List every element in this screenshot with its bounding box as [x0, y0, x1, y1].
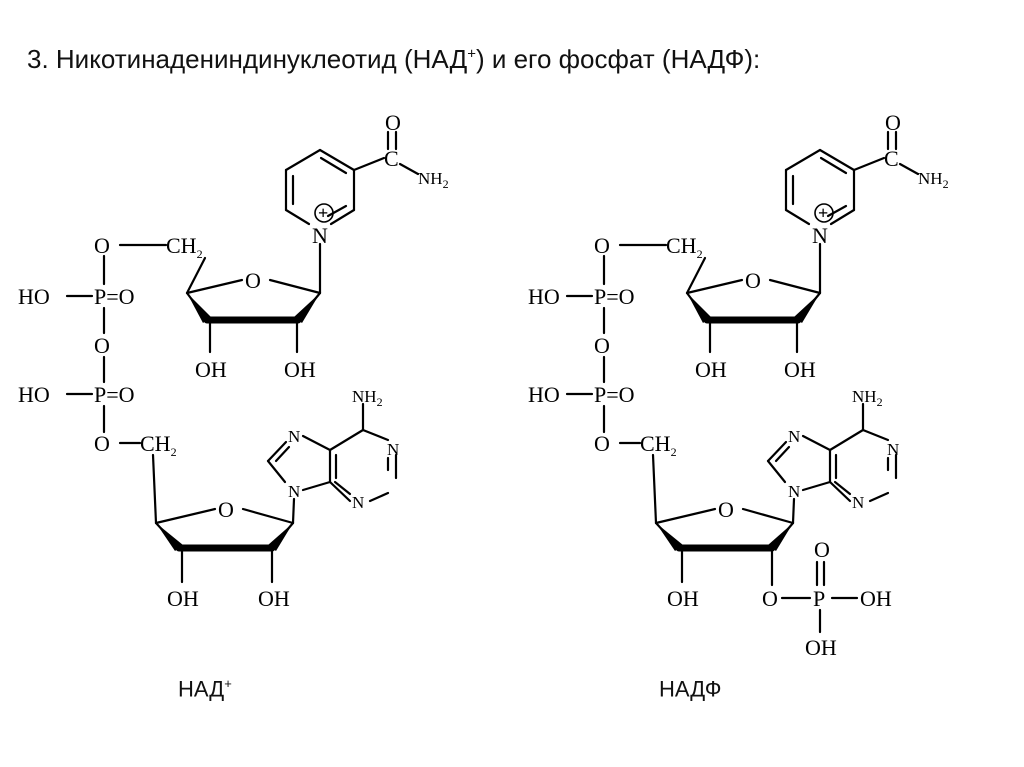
nadp-lower-ring-oxygen: O: [718, 497, 734, 522]
title-prefix: 3. Никотинадениндинуклеотид (НАД: [27, 44, 468, 74]
nadp-adenine-n3: N: [852, 493, 864, 512]
nad-upper-phosphate-p: P=O: [94, 284, 135, 309]
nadp-lower-ch-label: CH2: [640, 431, 677, 459]
nad-caption: НАД+: [178, 676, 232, 702]
nad-upper-ester-oxygen: O: [94, 233, 110, 258]
nadp-lower-ester-oxygen: O: [594, 431, 610, 456]
nad-lower-ring-oxygen: O: [218, 497, 234, 522]
nad-adenine-n9: N: [288, 482, 300, 501]
nadp-positive-charge: +: [818, 203, 828, 223]
nadp-adenine-n1: N: [887, 440, 899, 459]
title-superscript: +: [467, 45, 476, 63]
nadp-upper-phosphate-ho: HO: [528, 284, 560, 309]
nad-lower-phosphate-p: P=O: [94, 382, 135, 407]
nad-adenine-n7: N: [288, 427, 300, 446]
nad-upper-ring-oxygen: O: [245, 268, 261, 293]
nadp-pyridinium-nitrogen: N: [812, 223, 828, 248]
nadp-2-phosphate-p: P: [813, 586, 825, 611]
nadp-2-phosphate-oxygen: O: [762, 586, 778, 611]
nadp-2-phosphate-oh-bottom: OH: [805, 635, 837, 660]
nad-carbonyl-oxygen: O: [385, 110, 401, 135]
nad-adenine-nh-label: NH2: [352, 387, 383, 409]
nad-lower-phosphate-ho: HO: [18, 382, 50, 407]
nad-bonds: [67, 132, 418, 582]
nadp-lower-ribose-oh-left: OH: [667, 586, 699, 611]
nadp-amide-carbon: C: [884, 146, 899, 171]
nad-adenine-n3: N: [352, 493, 364, 512]
nad-amide-nh-label: NH2: [418, 169, 449, 191]
nadp-bridge-oxygen: O: [594, 333, 610, 358]
nadp-upper-ester-oxygen: O: [594, 233, 610, 258]
nadp-2-phosphate-top-oxygen: O: [814, 537, 830, 562]
nadp-caption: НАДФ: [659, 676, 722, 702]
nad-amide-carbon: C: [384, 146, 399, 171]
nad-adenine-n1: N: [387, 440, 399, 459]
nad-lower-ribose-oh-right: OH: [258, 586, 290, 611]
nad-lower-ester-oxygen: O: [94, 431, 110, 456]
nad-upper-ch-label: CH2: [166, 233, 203, 261]
nad-upper-ribose-oh-right: OH: [284, 357, 316, 382]
nad-upper-phosphate-ho: HO: [18, 284, 50, 309]
nadp-lower-phosphate-ho: HO: [528, 382, 560, 407]
nadp-upper-ribose-oh-right: OH: [784, 357, 816, 382]
nad-lower-ribose-oh-left: OH: [167, 586, 199, 611]
nad-upper-ribose-oh-left: OH: [195, 357, 227, 382]
nadp-amide-nh-label: NH2: [918, 169, 949, 191]
nad-structure: O C NH2 + N O CH2 O HO P=O O OH OH NH2 H…: [18, 110, 449, 611]
nadp-adenine-n9: N: [788, 482, 800, 501]
nad-bridge-oxygen: O: [94, 333, 110, 358]
nadp-upper-ribose-oh-left: OH: [695, 357, 727, 382]
nadp-structure: O C NH2 + N O CH2 O HO P=O O OH OH NH2 H…: [528, 110, 949, 660]
nadp-adenine-nh-label: NH2: [852, 387, 883, 409]
nadp-upper-ring-oxygen: O: [745, 268, 761, 293]
nadp-bonds: [567, 132, 918, 582]
nad-charge-circle: [314, 203, 334, 223]
nad-pyridinium-nitrogen: N: [312, 223, 328, 248]
title-suffix: ) и его фосфат (НАДФ):: [475, 44, 761, 74]
nadp-upper-ch-label: CH2: [666, 233, 703, 261]
nad-lower-ch-label: CH2: [140, 431, 177, 459]
nadp-2-phosphate-oh-right: OH: [860, 586, 892, 611]
nad-positive-charge: +: [318, 203, 328, 223]
nadp-upper-phosphate-p: P=O: [594, 284, 635, 309]
nadp-adenine-n7: N: [788, 427, 800, 446]
page-title: 3. Никотинадениндинуклеотид (НАД+) и его…: [27, 44, 760, 75]
nadp-lower-phosphate-p: P=O: [594, 382, 635, 407]
nadp-carbonyl-oxygen: O: [885, 110, 901, 135]
nadp-charge-circle: [814, 203, 834, 223]
